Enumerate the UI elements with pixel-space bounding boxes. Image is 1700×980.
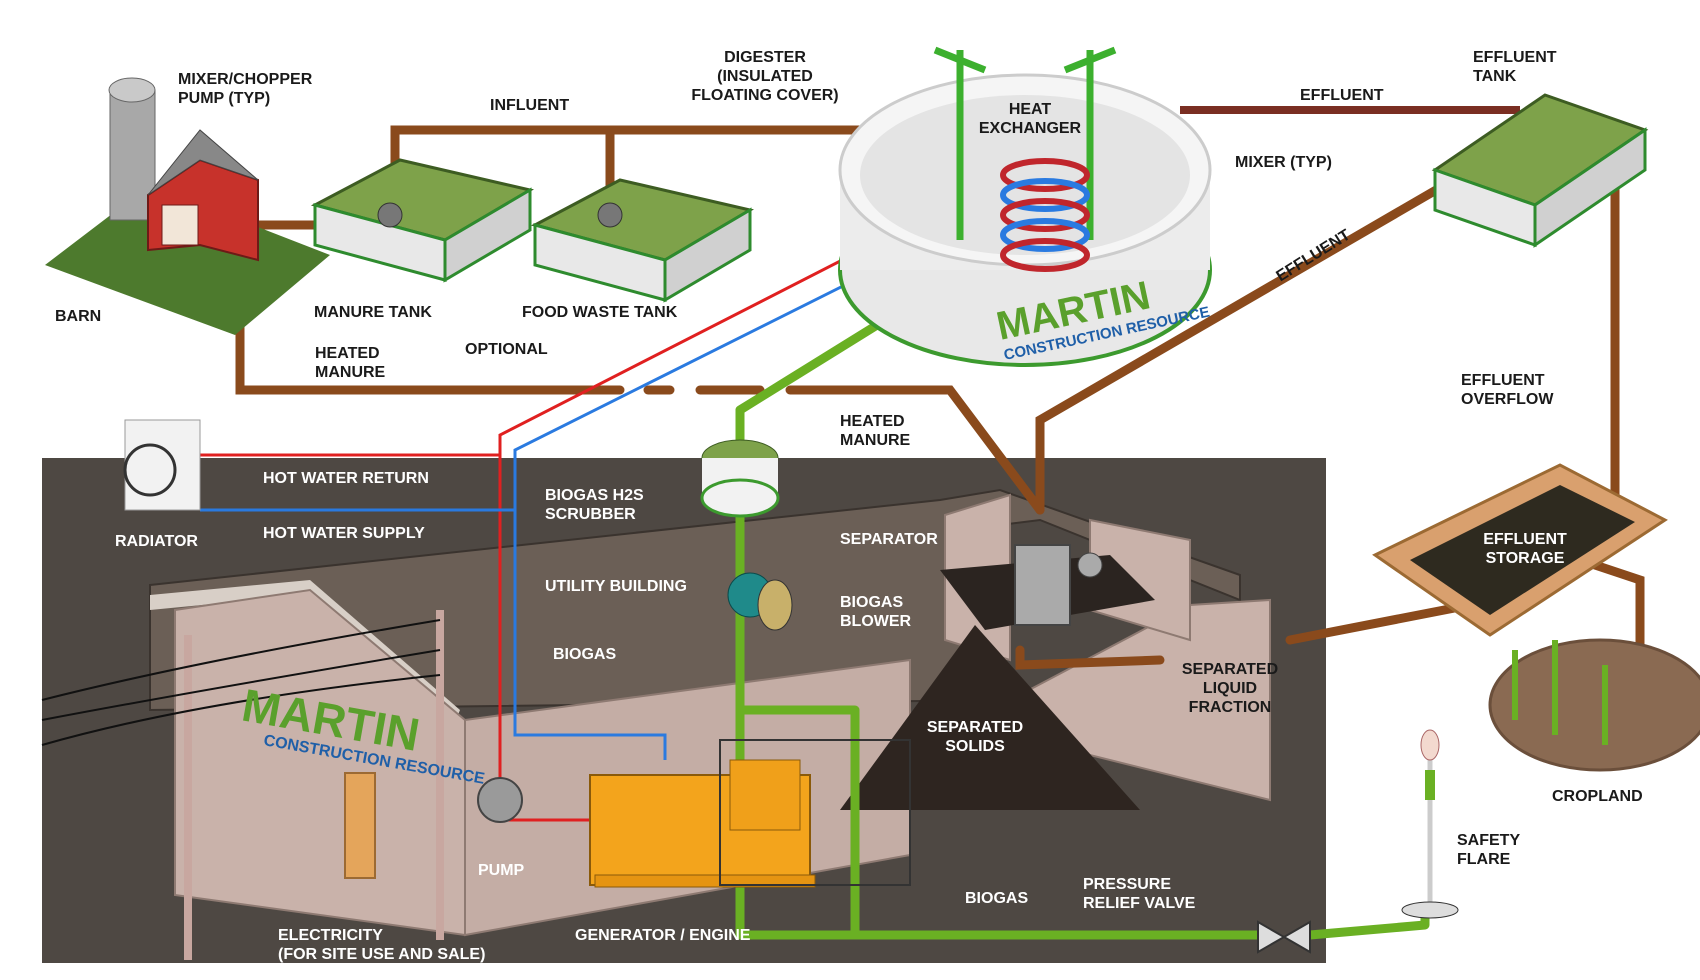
hot-water-supply-pipe (200, 223, 966, 760)
separated-solids-pile (840, 625, 1140, 810)
digester-interior (860, 95, 1190, 255)
label-pump: PUMP (478, 862, 525, 879)
label-safety-flare: SAFETY FLARE (1457, 832, 1521, 868)
label-heat-exchanger: HEAT EXCHANGER (978, 101, 1082, 137)
digester-frame (933, 46, 1117, 240)
label-radiator: RADIATOR (115, 533, 198, 550)
cropland (1488, 638, 1700, 772)
label-mixer: MIXER (TYP) (1235, 154, 1332, 171)
effluent-tank-side (1533, 127, 1647, 248)
label-heated-manure-2: HEATED MANURE (840, 413, 911, 449)
label-utility-building: UTILITY BUILDING (545, 578, 687, 595)
mixer-chopper-pump-2 (597, 202, 623, 228)
label-optional: OPTIONAL (465, 341, 548, 358)
label-biogas-blower: BIOGAS BLOWER (840, 594, 912, 630)
biogas-blower-housing (757, 579, 793, 631)
label-effluent-tank: EFFLUENT TANK (1473, 49, 1557, 85)
manure-tank-side (443, 187, 532, 283)
corn-plants (1512, 640, 1608, 745)
silo-top (108, 77, 156, 103)
separator-motor (1077, 552, 1103, 578)
label-barn: BARN (55, 308, 102, 325)
label-biogas-2: BIOGAS (965, 890, 1029, 907)
label-manure-tank: MANURE TANK (314, 304, 432, 321)
label-cropland: CROPLAND (1552, 788, 1643, 805)
food-waste-tank-side (663, 207, 752, 303)
utility-building-door (344, 772, 376, 879)
label-influent: INFLUENT (490, 97, 570, 114)
radiator (124, 419, 201, 511)
barn-door (161, 204, 199, 246)
pressure-relief-valve-right (1281, 920, 1311, 954)
label-effluent-overflow: EFFLUENT OVERFLOW (1461, 372, 1554, 408)
safety-flare-tip (1420, 729, 1440, 761)
label-heated-manure-1: HEATED MANURE (315, 345, 386, 381)
separator-machine (1014, 544, 1071, 626)
label-hot-water-supply: HOT WATER SUPPLY (263, 525, 425, 542)
effluent-storage-liquid (1410, 485, 1635, 615)
label-electricity: ELECTRICITY (FOR SITE USE AND SALE) (278, 927, 486, 963)
label-effluent-top: EFFLUENT (1300, 87, 1384, 104)
label-generator-engine: GENERATOR / ENGINE (575, 927, 751, 944)
pressure-relief-valve (1257, 920, 1287, 954)
generator-alternator (729, 759, 801, 831)
label-separator: SEPARATOR (840, 531, 938, 548)
label-digester: DIGESTER (INSULATED FLOATING COVER) (691, 49, 839, 104)
label-biogas-1: BIOGAS (553, 646, 617, 663)
pump (477, 777, 523, 823)
label-mixer-chopper: MIXER/CHOPPER PUMP (TYP) (178, 71, 313, 107)
barn-roof (147, 129, 259, 196)
biogas-scrubber-bottom (700, 478, 780, 518)
label-effluent-storage: EFFLUENT STORAGE (1483, 531, 1567, 567)
generator-enclosure (719, 739, 911, 886)
safety-flare-green-segment (1425, 770, 1435, 800)
label-separated-liquid: SEPARATED LIQUID FRACTION (1181, 661, 1279, 716)
label-biogas-scrubber: BIOGAS H2S SCRUBBER (545, 487, 644, 523)
heat-exchanger-coil (1000, 158, 1090, 272)
mixer-chopper-pump-1 (377, 202, 403, 228)
barn-grass (45, 185, 330, 335)
roof-front-edge (150, 580, 460, 722)
label-separated-solids: SEPARATED SOLIDS (926, 719, 1024, 755)
radiator-fan (123, 443, 177, 497)
label-food-waste-tank: FOOD WASTE TANK (522, 304, 678, 321)
label-hot-water-return: HOT WATER RETURN (263, 470, 429, 487)
power-lines (41, 619, 441, 746)
label-pressure-relief-valve: PRESSURE RELIEF VALVE (1083, 876, 1196, 912)
safety-flare-base (1401, 901, 1459, 919)
